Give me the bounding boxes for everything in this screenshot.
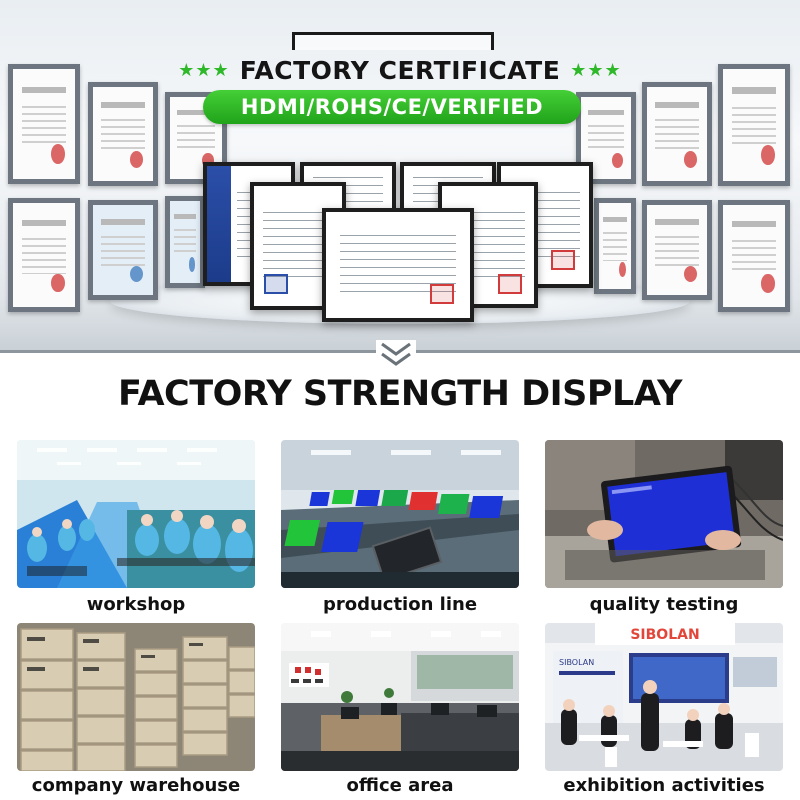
warehouse-photo [17, 623, 255, 771]
production-line-photo [281, 440, 519, 588]
iso-certificate [165, 196, 205, 288]
office-photo [281, 623, 519, 771]
certificate-title-bar: ★★★ FACTORY CERTIFICATE ★★★ [160, 50, 640, 90]
wall-certificate [88, 200, 158, 300]
stars-left-icon: ★★★ [178, 59, 230, 81]
verification-badge: HDMI/ROHS/CE/VERIFIED [203, 90, 581, 124]
caption-exhibition-activities: exhibition activities [563, 775, 765, 796]
quality-testing-photo [545, 440, 783, 588]
title-bracket [292, 32, 494, 50]
workshop-photo [17, 440, 255, 588]
caption-quality-testing: quality testing [589, 594, 739, 615]
caption-workshop: workshop [86, 594, 186, 615]
stars-right-icon: ★★★ [570, 59, 622, 81]
certificate-hall-photo [0, 0, 800, 352]
wall-certificate [642, 82, 712, 186]
certificate-document [322, 208, 474, 322]
wall-certificate [8, 64, 80, 184]
wall-certificate [8, 198, 80, 312]
wall-certificate [594, 198, 636, 294]
caption-production-line: production line [322, 594, 478, 615]
verification-badge-text: HDMI/ROHS/CE/VERIFIED [240, 95, 544, 119]
caption-office-area: office area [346, 775, 454, 796]
certificate-title: FACTORY CERTIFICATE [239, 55, 561, 85]
exhibition-brand-text: SIBOLAN [630, 627, 699, 643]
wall-certificate [718, 200, 790, 312]
wall-certificate [88, 82, 158, 186]
wall-certificate [718, 64, 790, 186]
exhibition-booth-text: SIBOLAN [559, 658, 594, 667]
double-chevron-down-icon [376, 340, 416, 370]
section-title: FACTORY STRENGTH DISPLAY [118, 374, 682, 414]
wall-certificate [642, 200, 712, 300]
caption-company-warehouse: company warehouse [31, 775, 241, 796]
exhibition-photo: SIBOLAN SIBOLAN [545, 623, 783, 771]
